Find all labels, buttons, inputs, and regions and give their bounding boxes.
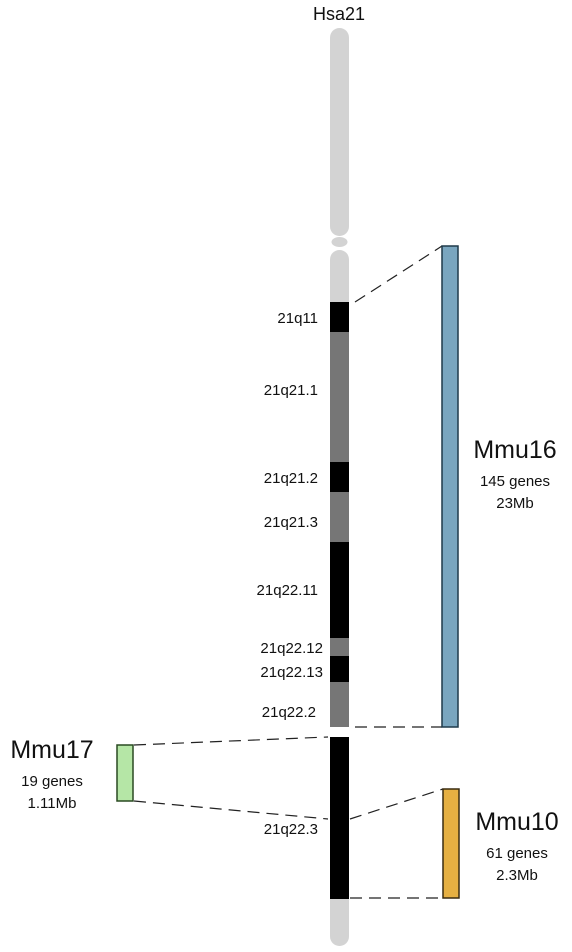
band-21q21-1 [330, 332, 349, 462]
band-21q22-12 [330, 638, 349, 656]
band-label-21q11: 21q11 [277, 310, 318, 327]
chromosome-q-terminal-cap [330, 885, 349, 946]
band-label-21q21-3: 21q21.3 [264, 514, 318, 531]
mmu10-name: Mmu10 [475, 808, 558, 836]
band-21q11 [330, 302, 349, 332]
band-label-21q22-13: 21q22.13 [260, 664, 323, 681]
connector-mmu17-top [133, 736, 329, 746]
band-21q21-3 [330, 492, 349, 542]
connector-mmu17-bottom [133, 800, 329, 820]
chromosome-p-arm [330, 28, 349, 236]
band-21q22-2 [330, 682, 349, 727]
band-label-21q22-11: 21q22.11 [257, 582, 318, 599]
mmu10-gene-count: 61 genes [486, 845, 548, 862]
band-21q22-3 [330, 737, 349, 899]
band-21q22-13 [330, 656, 349, 682]
mmu10-size: 2.3Mb [496, 867, 538, 884]
centromere [331, 237, 348, 247]
mmu16-gene-count: 145 genes [480, 473, 550, 490]
connector-mmu16-top [354, 245, 443, 303]
chromosome-title: Hsa21 [313, 4, 365, 24]
synteny-connectors [133, 245, 444, 899]
mmu16-size: 23Mb [496, 495, 534, 512]
mmu17-gene-count: 19 genes [21, 773, 83, 790]
mmu16-name: Mmu16 [473, 436, 556, 464]
band-label-21q22-2: 21q22.2 [262, 704, 316, 721]
band-21q22-11 [330, 542, 349, 638]
mmu16-block [441, 245, 459, 728]
band-label-21q22-12: 21q22.12 [260, 640, 323, 657]
connector-mmu10-top [349, 788, 444, 820]
band-label-21q22-3: 21q22.3 [264, 821, 318, 838]
mmu17-block [116, 744, 134, 802]
mmu17-size: 1.11Mb [28, 795, 77, 812]
band-label-21q21-2: 21q21.2 [264, 470, 318, 487]
chromosome-q-arm-cap [330, 250, 349, 310]
mmu10-block [442, 788, 460, 899]
mmu17-name: Mmu17 [10, 736, 93, 764]
band-label-21q21-1: 21q21.1 [264, 382, 318, 399]
band-21q21-2 [330, 462, 349, 492]
